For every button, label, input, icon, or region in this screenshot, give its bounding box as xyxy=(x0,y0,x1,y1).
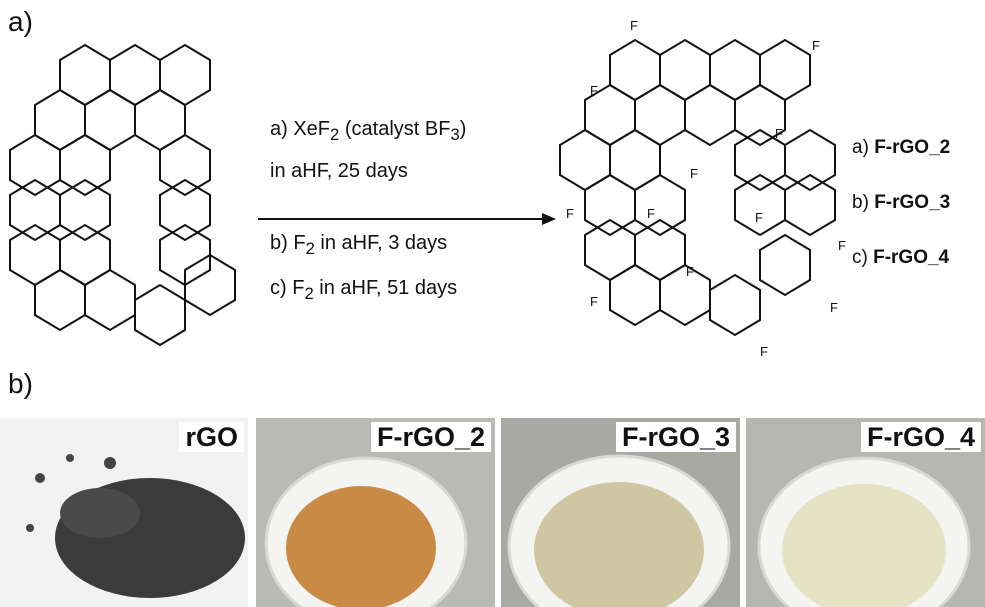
container-image xyxy=(757,456,971,607)
photo-f-rgo-2: F-rGO_2 xyxy=(256,418,495,607)
panel-b-label: b) xyxy=(8,368,33,399)
fluorine-label: F xyxy=(755,210,763,225)
fluorine-label: F xyxy=(590,83,598,98)
fluorine-label: F xyxy=(775,126,783,141)
product-label-a: a) F-rGO_2 xyxy=(852,137,951,158)
photo-label-f-rgo-3: F-rGO_3 xyxy=(615,422,736,452)
photo-label-f-rgo-4: F-rGO_4 xyxy=(860,422,981,452)
photo-f-rgo-3: F-rGO_3 xyxy=(501,418,740,607)
condition-b: b) F2 in aHF, 3 days xyxy=(270,232,448,258)
container-image xyxy=(507,454,731,607)
condition-c: c) F2 in aHF, 51 days xyxy=(270,277,458,303)
photo-f-rgo-4: F-rGO_4 xyxy=(746,418,985,607)
fluorine-label: F xyxy=(812,38,820,53)
photo-rgo: rGO xyxy=(0,418,248,607)
fluorine-label: F xyxy=(760,344,768,359)
fluorine-label: F xyxy=(590,294,598,309)
fluorine-label: F xyxy=(566,206,574,221)
photo-label-rgo: rGO xyxy=(179,422,244,452)
product-label-b: b) F-rGO_3 xyxy=(852,192,951,213)
fluorine-label: F xyxy=(647,206,655,221)
rgo-powder-image xyxy=(26,454,245,598)
fluorine-label: F xyxy=(838,238,846,253)
fluorine-label: F xyxy=(630,18,638,33)
photo-label-f-rgo-2: F-rGO_2 xyxy=(370,422,491,452)
condition-a-line2: in aHF, 25 days xyxy=(270,160,408,182)
condition-a-line1: a) XeF2 (catalyst BF3) xyxy=(270,118,467,144)
panel-a-label: a) xyxy=(8,6,33,37)
fluorine-label: F xyxy=(830,300,838,315)
fluorine-label: F xyxy=(686,264,694,279)
fluorine-label: F xyxy=(690,166,698,181)
product-label-c: c) F-rGO_4 xyxy=(852,247,950,268)
container-image xyxy=(264,456,468,607)
